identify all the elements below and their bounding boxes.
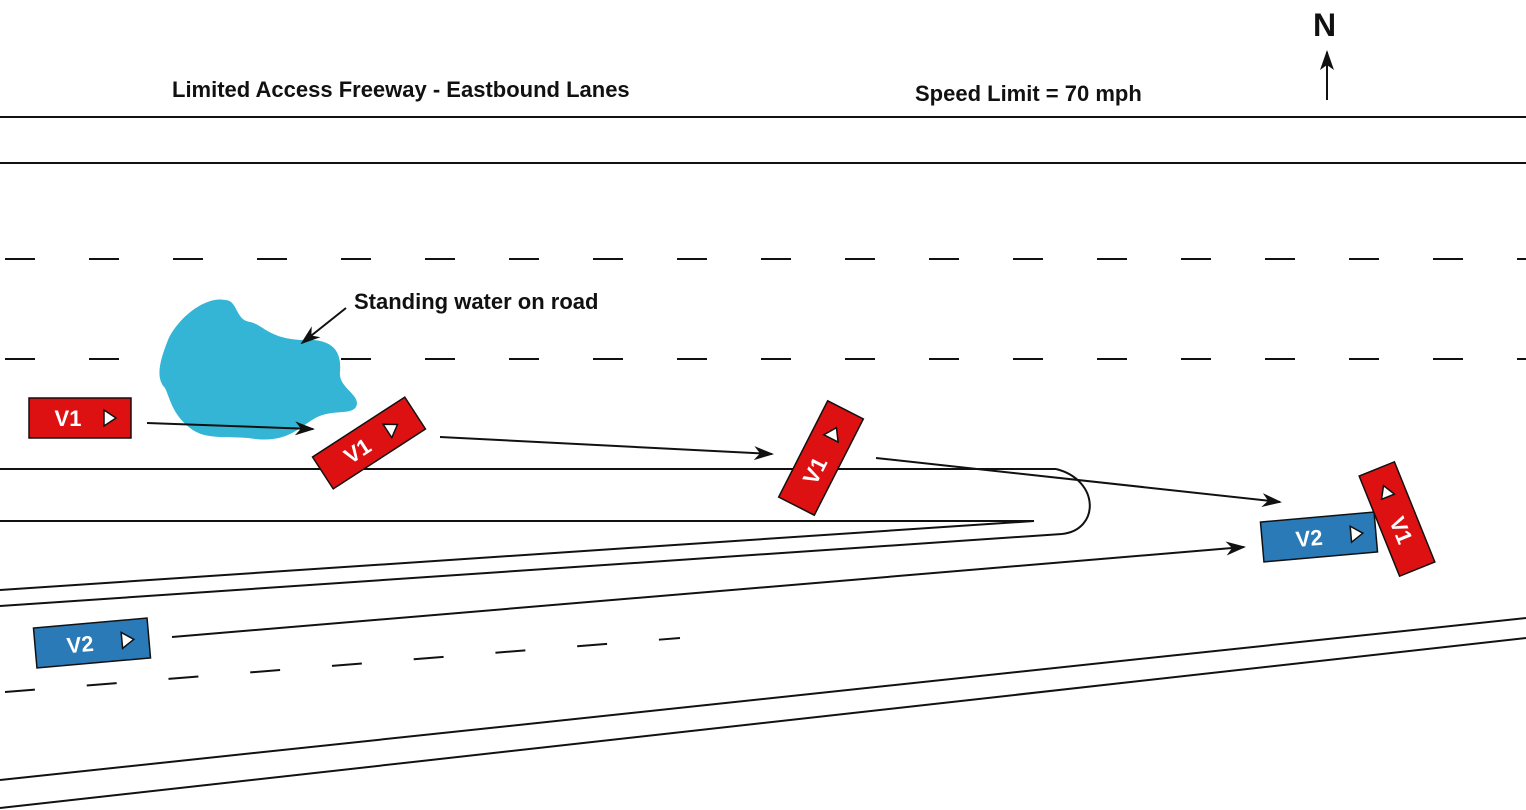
- v1-label: V1: [55, 406, 82, 431]
- v1-body: [311, 396, 427, 490]
- v2-direction-icon: [120, 631, 136, 650]
- vehicle-v1-position-2: V1: [311, 396, 427, 490]
- v2-body: [32, 617, 152, 669]
- vehicle-v1-position-1: V1: [28, 397, 132, 439]
- v1-body: [777, 399, 865, 517]
- v1-path-arrow-3: [875, 457, 1282, 508]
- trajectory-arrows: [146, 421, 1282, 638]
- speed-limit-label: Speed Limit = 70 mph: [915, 81, 1142, 106]
- vehicle-v2-position-1: V2: [32, 617, 152, 669]
- v1-direction-icon: [822, 426, 840, 444]
- roadway: [0, 116, 1526, 809]
- ramp-south-edge: [0, 617, 1526, 781]
- v2-path-arrow: [171, 541, 1246, 638]
- water-annotation-label: Standing water on road: [354, 289, 598, 314]
- water-annotation-arrow: [300, 307, 347, 345]
- v2-label: V2: [1295, 525, 1324, 552]
- v1-direction-icon: [381, 423, 399, 440]
- north-label: N: [1313, 7, 1336, 43]
- ramp-lane-divider: [4, 637, 681, 693]
- ramp-outer-edge: [0, 637, 1526, 809]
- v1-direction-icon: [1380, 484, 1396, 501]
- standing-water: [159, 299, 357, 440]
- north-arrow-icon: N: [1313, 7, 1336, 100]
- ramp-north-edge: [0, 533, 1063, 607]
- v1-direction-icon: [103, 408, 118, 428]
- v1-path-arrow-1: [146, 421, 315, 436]
- north-arrow-head: [1320, 50, 1334, 70]
- vehicle-v1-position-3: V1: [777, 399, 865, 517]
- v2-label: V2: [66, 631, 95, 658]
- v2-direction-icon: [1349, 524, 1365, 544]
- vehicle-v2-position-2: V2: [1259, 511, 1379, 563]
- v2-body: [1259, 511, 1379, 563]
- gore-bottom-line: [0, 520, 1035, 591]
- v1-body: [1358, 460, 1436, 578]
- gore-nose-curve: [1055, 468, 1091, 535]
- vehicle-v1-position-4: V1: [1358, 460, 1436, 578]
- diagram-title: Limited Access Freeway - Eastbound Lanes: [172, 77, 630, 102]
- v1-path-arrow-2: [439, 436, 774, 461]
